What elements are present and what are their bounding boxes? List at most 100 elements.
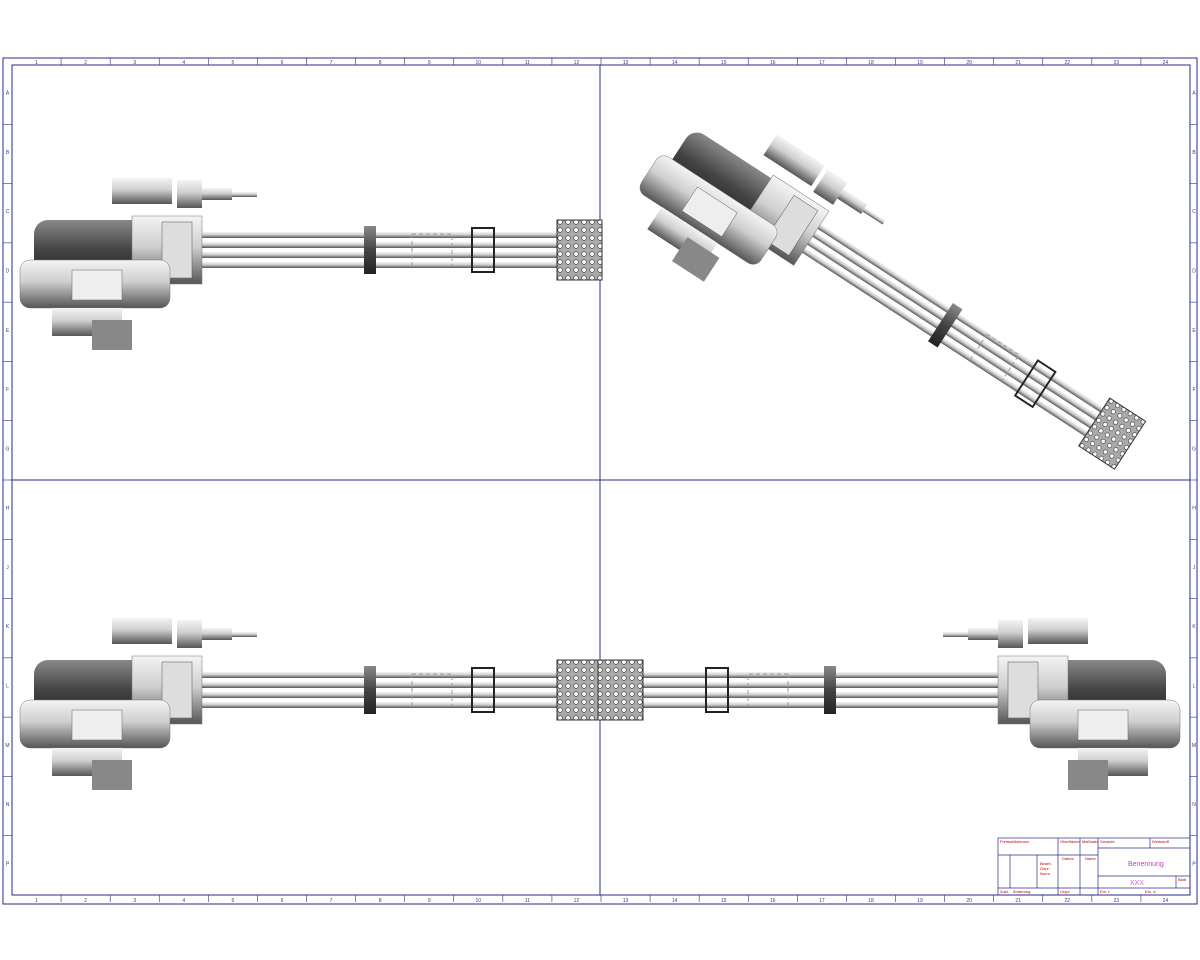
orig-label: Urspr.: [1060, 889, 1071, 894]
name-column: Name: [1085, 856, 1096, 861]
zone-column-label: 3: [133, 60, 136, 66]
zone-column-label: 20: [966, 60, 972, 66]
zone-row-label: C: [6, 209, 10, 215]
title-block: [997, 837, 1191, 896]
zone-column-label: 9: [428, 898, 431, 904]
zone-column-label: 17: [819, 898, 825, 904]
zone-row-label: H: [6, 506, 10, 512]
surface-label: Oberfläche: [1060, 839, 1080, 844]
zone-row-label: H: [1192, 506, 1196, 512]
replaces-label: Ers. f.: [1100, 889, 1110, 894]
zone-column-label: 20: [966, 898, 972, 904]
replaced-by-label: Ers. d.: [1145, 889, 1157, 894]
zone-column-label: 19: [917, 898, 923, 904]
bottom-view-mirrored: [597, 617, 1181, 791]
zone-column-label: 7: [330, 898, 333, 904]
drawing-number: XXX: [1130, 880, 1144, 887]
zone-column-label: 18: [868, 898, 874, 904]
zone-row-label: N: [1192, 802, 1196, 808]
zone-column-label: 1: [35, 898, 38, 904]
zone-row-label: M: [1192, 743, 1196, 749]
zone-column-label: 24: [1163, 60, 1169, 66]
zone-column-label: 6: [281, 898, 284, 904]
zone-row-label: G: [6, 446, 10, 452]
zone-row-label: L: [6, 684, 9, 690]
zone-column-label: 8: [379, 898, 382, 904]
material-label: Werkstoff: [1152, 839, 1170, 844]
zone-column-label: 23: [1114, 898, 1120, 904]
zone-row-label: F: [6, 387, 9, 393]
zone-column-label: 8: [379, 60, 382, 66]
scale-label: Maßstab: [1082, 839, 1098, 844]
side-view: [19, 177, 603, 351]
zone-row-label: F: [1192, 387, 1195, 393]
zone-column-label: 11: [525, 60, 530, 66]
sheet-label: Blatt: [1178, 877, 1187, 882]
zone-column-label: 2: [84, 60, 87, 66]
zone-column-label: 21: [1015, 60, 1021, 66]
zone-column-label: 12: [574, 60, 580, 66]
zone-column-label: 6: [281, 60, 284, 66]
tolerance-label: Freimaßtoleranz: [1000, 839, 1029, 844]
drawing-frame: 1122334455667788991010111112121313141415…: [2, 57, 1198, 905]
zone-column-label: 10: [476, 898, 482, 904]
zone-column-label: 11: [525, 898, 530, 904]
drawing-title: Benennung: [1128, 861, 1164, 868]
change-label: Änderung: [1013, 889, 1030, 894]
zone-column-label: 13: [623, 60, 629, 66]
zone-column-label: 4: [182, 60, 185, 66]
zone-column-label: 22: [1065, 898, 1071, 904]
date-column: Datum: [1062, 856, 1074, 861]
zone-column-label: 24: [1163, 898, 1169, 904]
drawn-label: Bearb.: [1040, 861, 1052, 866]
zone-row-label: A: [1192, 91, 1196, 97]
zone-row-label: L: [1193, 684, 1196, 690]
zone-row-label: K: [1192, 624, 1196, 630]
zone-column-label: 14: [672, 60, 678, 66]
zone-column-label: 1: [35, 60, 38, 66]
zone-column-label: 5: [231, 898, 234, 904]
zone-column-label: 22: [1065, 60, 1071, 66]
zone-column-label: 3: [133, 898, 136, 904]
zone-column-label: 5: [231, 60, 234, 66]
top-view: [19, 617, 603, 791]
zone-column-label: 19: [917, 60, 923, 66]
zone-column-label: 9: [428, 60, 431, 66]
zone-column-label: 16: [770, 898, 776, 904]
zone-column-label: 13: [623, 898, 629, 904]
zone-row-label: B: [1192, 150, 1196, 156]
zone-row-label: J: [6, 565, 9, 571]
zone-column-label: 17: [819, 60, 825, 66]
zone-row-label: G: [1192, 446, 1196, 452]
zone-column-label: 4: [182, 898, 185, 904]
zone-column-label: 15: [721, 60, 727, 66]
zone-column-label: 7: [330, 60, 333, 66]
rev-label: Zust.: [1000, 889, 1009, 894]
zone-row-label: P: [6, 861, 10, 867]
zone-row-label: B: [6, 150, 10, 156]
zone-column-label: 2: [84, 898, 87, 904]
zone-column-label: 23: [1114, 60, 1120, 66]
zone-row-label: N: [6, 802, 10, 808]
zone-column-label: 12: [574, 898, 580, 904]
isometric-view: [613, 85, 1169, 526]
zone-column-label: 14: [672, 898, 678, 904]
zone-row-label: P: [1192, 861, 1196, 867]
zone-column-label: 16: [770, 60, 776, 66]
zone-row-label: J: [1193, 565, 1196, 571]
zone-row-label: E: [1192, 328, 1196, 334]
zone-row-label: K: [6, 624, 10, 630]
zone-row-label: M: [5, 743, 9, 749]
zone-column-label: 15: [721, 898, 727, 904]
zone-row-label: A: [6, 91, 10, 97]
zone-column-label: 21: [1015, 898, 1021, 904]
zone-row-label: C: [1192, 209, 1196, 215]
checked-label: Gepr.: [1040, 866, 1050, 871]
weight-label: Gewicht: [1100, 839, 1115, 844]
zone-column-label: 18: [868, 60, 874, 66]
zone-column-label: 10: [476, 60, 482, 66]
zone-row-label: D: [6, 269, 10, 275]
zone-row-label: E: [6, 328, 10, 334]
norm-label: Norm: [1040, 871, 1050, 876]
